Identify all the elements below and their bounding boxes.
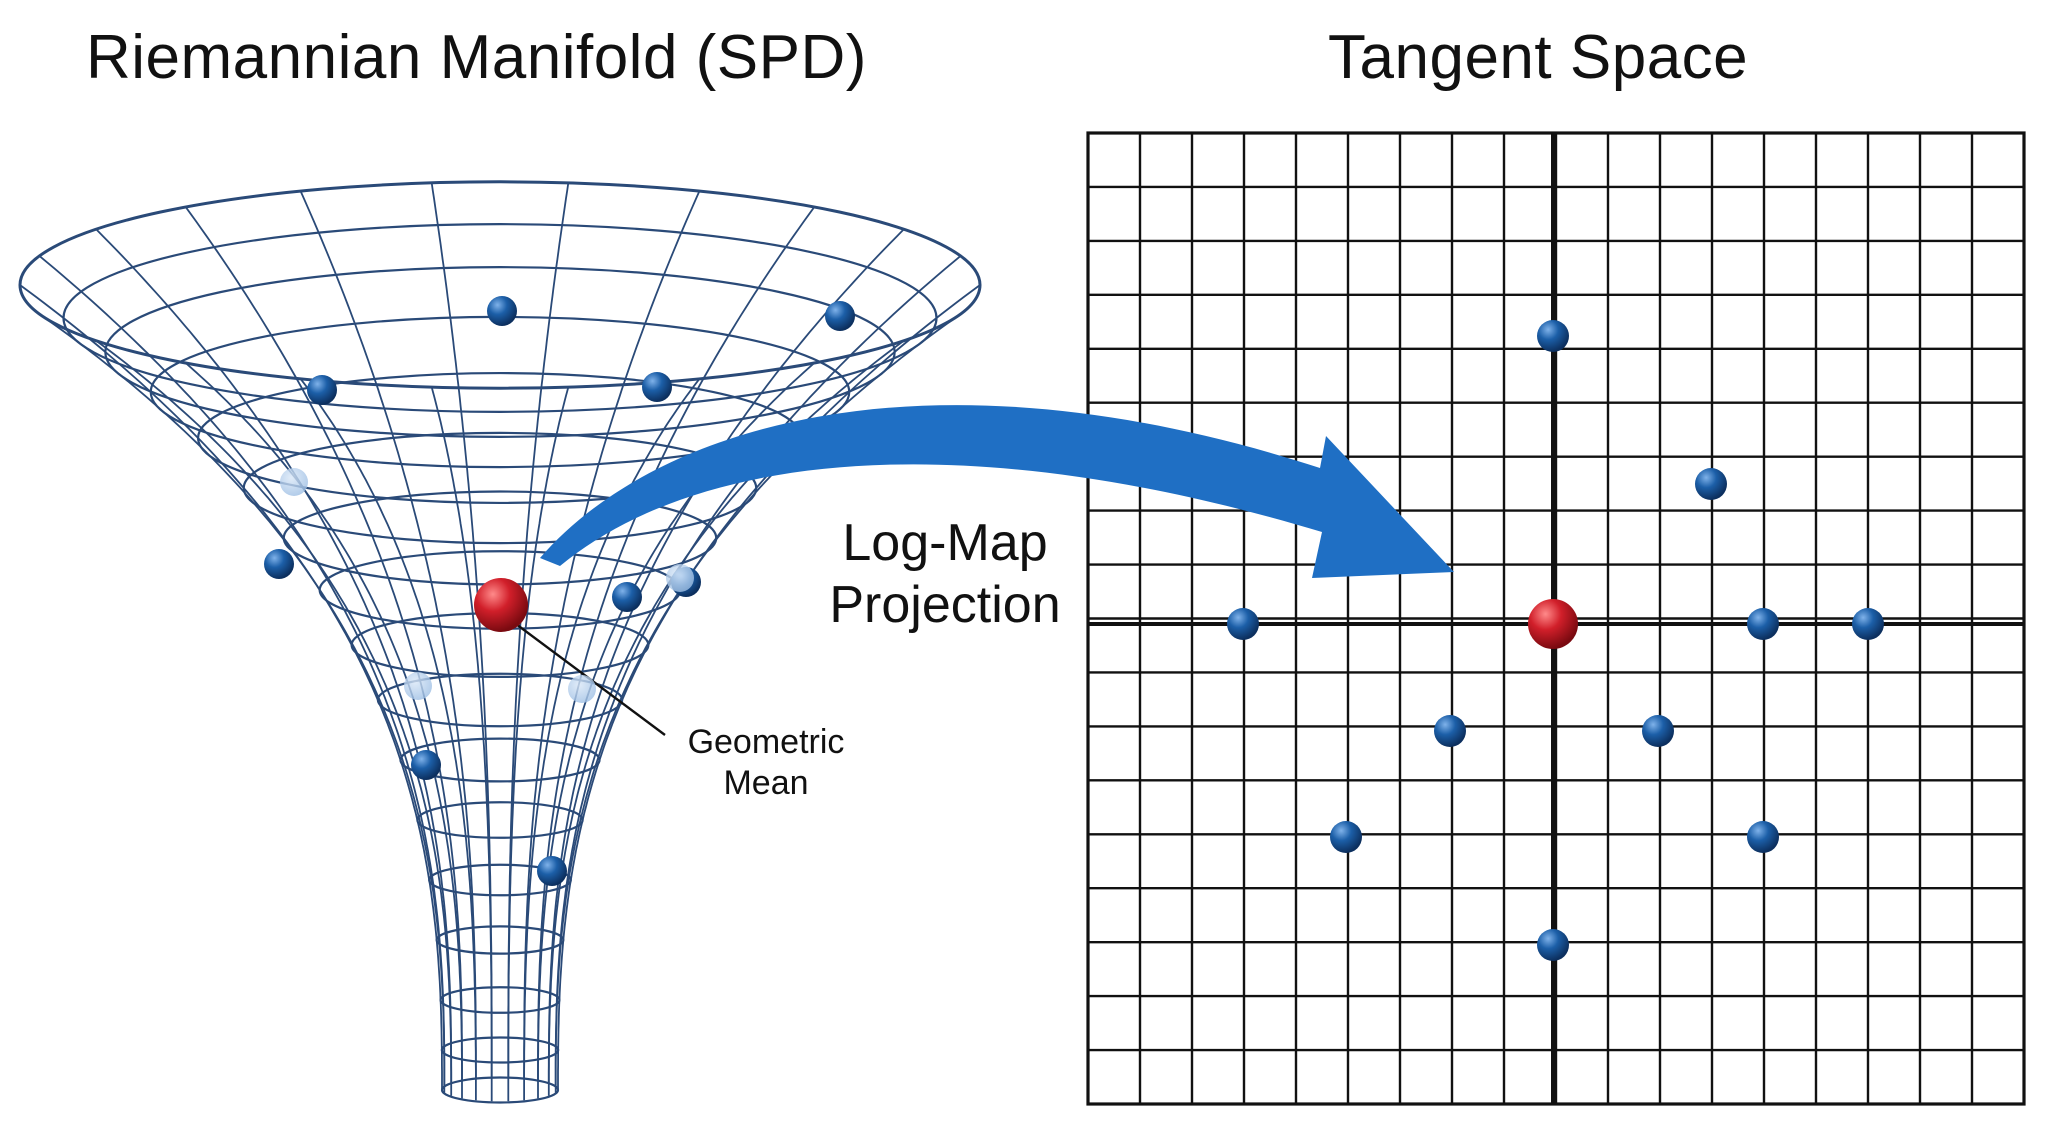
funnel-meridian	[523, 190, 701, 1078]
manifold-sample-point	[307, 375, 337, 405]
geometric-mean-label-line2: Mean	[723, 763, 809, 802]
log-map-label-line1: Log-Map	[842, 514, 1048, 572]
manifold-geometric-mean-point	[474, 578, 528, 632]
log-map-arrow	[540, 405, 1454, 578]
funnel-meridian	[299, 190, 477, 1078]
tangent-sample-point	[1747, 821, 1779, 853]
funnel-meridian	[184, 206, 463, 1080]
funnel-meridian	[38, 313, 446, 1093]
manifold-hidden-point	[280, 468, 308, 496]
log-map-label: Log-Map Projection	[800, 512, 1090, 637]
funnel-ring	[440, 1076, 560, 1104]
funnel-meridian	[547, 228, 905, 1083]
funnel-ring	[439, 986, 561, 1014]
manifold-sample-point	[537, 856, 567, 886]
manifold-sample-point	[642, 372, 672, 402]
funnel-ring	[440, 1036, 560, 1064]
funnel-meridian	[430, 182, 493, 1077]
tangent-sample-point	[1537, 320, 1569, 352]
funnel-meridian	[537, 206, 816, 1080]
tangent-sample-point	[1747, 608, 1779, 640]
manifold-sample-point	[264, 549, 294, 579]
tangent-sample-point	[1852, 608, 1884, 640]
funnel-ring	[435, 925, 565, 955]
manifold-sample-point	[411, 750, 441, 780]
manifold-funnel-mesh	[18, 180, 982, 1104]
manifold-sample-point	[612, 582, 642, 612]
manifold-title: Riemannian Manifold (SPD)	[86, 23, 867, 92]
tangent-mean-point	[1528, 599, 1578, 649]
tangent-sample-point	[1695, 468, 1727, 500]
tangent-sample-point	[1330, 821, 1362, 853]
funnel-rim	[18, 180, 982, 390]
tangent-sample-point	[1227, 608, 1259, 640]
tangent-sample-point	[1537, 929, 1569, 961]
manifold-hidden-point	[404, 672, 432, 700]
funnel-meridian	[554, 255, 962, 1086]
geometric-mean-label-line1: Geometric	[687, 723, 845, 761]
log-map-label-line2: Projection	[829, 576, 1061, 635]
manifold-sample-point	[487, 296, 517, 326]
tangent-sample-point	[1642, 715, 1674, 747]
geometric-mean-label: Geometric Mean	[656, 722, 876, 804]
manifold-sample-point	[825, 301, 855, 331]
funnel-meridian	[38, 255, 446, 1086]
tangent-sample-point	[1434, 715, 1466, 747]
funnel-meridian	[95, 228, 453, 1083]
funnel-meridian	[19, 284, 443, 1089]
funnel-meridian	[507, 182, 570, 1077]
manifold-hidden-point	[568, 675, 596, 703]
tangent-space-title: Tangent Space	[1328, 23, 1749, 92]
manifold-hidden-point	[666, 564, 694, 592]
